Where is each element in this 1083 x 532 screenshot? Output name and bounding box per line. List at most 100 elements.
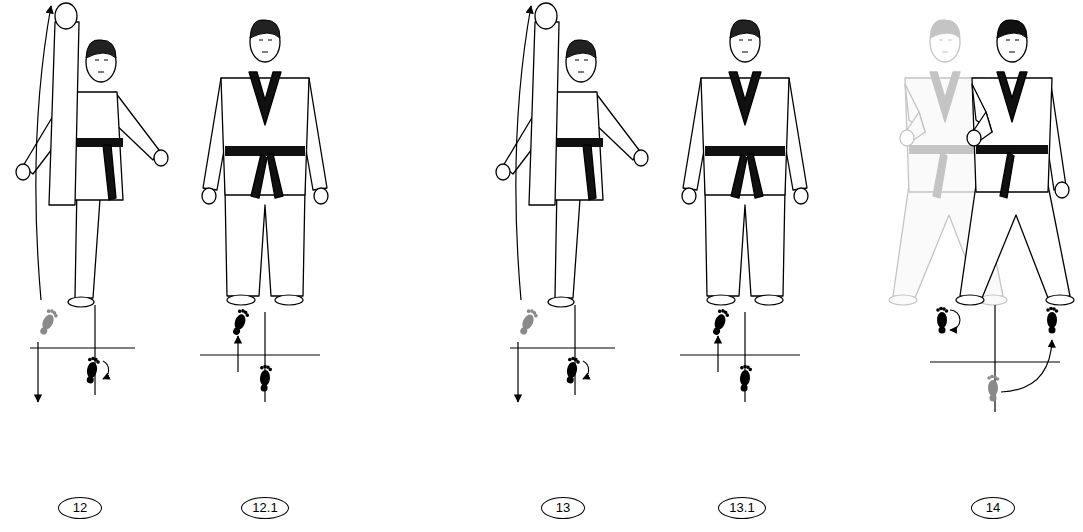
foot [956,295,984,305]
jacket [221,78,309,195]
heel [39,326,48,335]
footprint [987,375,999,402]
stance-figure [956,20,1074,305]
foot [68,297,94,307]
turn-arc [950,310,960,330]
foot [1046,295,1074,305]
hair [250,20,280,38]
belt-tail [103,145,116,200]
fist [794,188,808,204]
face [1006,40,1019,52]
footprint [936,307,948,334]
pants [705,188,785,296]
heel [232,327,241,336]
kicking-figure [496,3,648,307]
belt [909,145,981,154]
fist [967,130,981,146]
collar [997,72,1027,122]
step-chart [680,308,800,402]
raised-leg [49,22,79,205]
standing-leg [75,185,101,298]
toe [939,307,943,311]
foot [548,297,574,307]
foot [227,295,255,305]
sole [739,370,750,387]
belt [557,138,603,147]
sole [1047,312,1057,328]
pants [225,188,305,296]
pants [960,185,1070,298]
belt-tail [747,154,763,198]
toe [268,367,272,371]
step-number: 14 [971,497,1015,519]
step-number: 12 [58,497,102,519]
heel [990,395,997,402]
face [575,60,588,72]
collar [930,72,960,122]
axis-line [510,347,615,348]
face [739,40,752,52]
toe [576,360,580,364]
fist [16,164,30,180]
face [95,60,108,72]
footprint [564,356,581,384]
move-arrow [1001,340,1052,392]
turn-arc [103,361,109,379]
step-number-text: 12.1 [252,501,277,515]
axis-line [30,347,135,348]
move-arrow [37,342,38,402]
axis-line [680,354,800,355]
step-number-text: 14 [986,501,1000,515]
standing-figure [682,20,808,305]
axis-line [94,305,95,395]
step-number: 13.1 [718,497,766,519]
foot [275,295,303,305]
raised-leg [529,22,559,205]
fist [900,130,914,146]
footprint [258,364,272,392]
footprint [738,364,752,392]
hair [566,40,596,58]
toe [1049,307,1053,311]
hair [730,20,760,38]
sole [259,370,270,387]
toe [96,360,100,364]
step-chart [200,308,320,402]
collar [729,72,761,125]
heel [260,384,268,392]
step-number: 12.1 [241,497,289,519]
toe [88,357,92,361]
foot [755,295,783,305]
fist [314,188,328,204]
sole [566,361,579,378]
fist [202,188,216,204]
sole [988,380,998,396]
belt [976,145,1048,154]
footprint [517,307,539,336]
hair [86,40,116,58]
heel [939,327,946,334]
foot [889,295,917,305]
fist [1055,182,1069,198]
raised-foot [535,3,557,29]
belt-tail [267,154,283,198]
belt-tail [251,154,267,198]
fist [496,164,510,180]
toe [748,367,752,371]
axis-line [574,305,575,395]
standing-leg [555,185,581,298]
foot [707,295,735,305]
fist [634,150,648,166]
step-chart [930,305,1060,412]
heel [740,384,748,392]
heel [1049,327,1056,334]
axis-line [200,354,320,355]
heel [86,376,94,384]
face [939,40,952,52]
hair [997,20,1027,38]
face [259,40,272,52]
footprint [1046,307,1058,334]
